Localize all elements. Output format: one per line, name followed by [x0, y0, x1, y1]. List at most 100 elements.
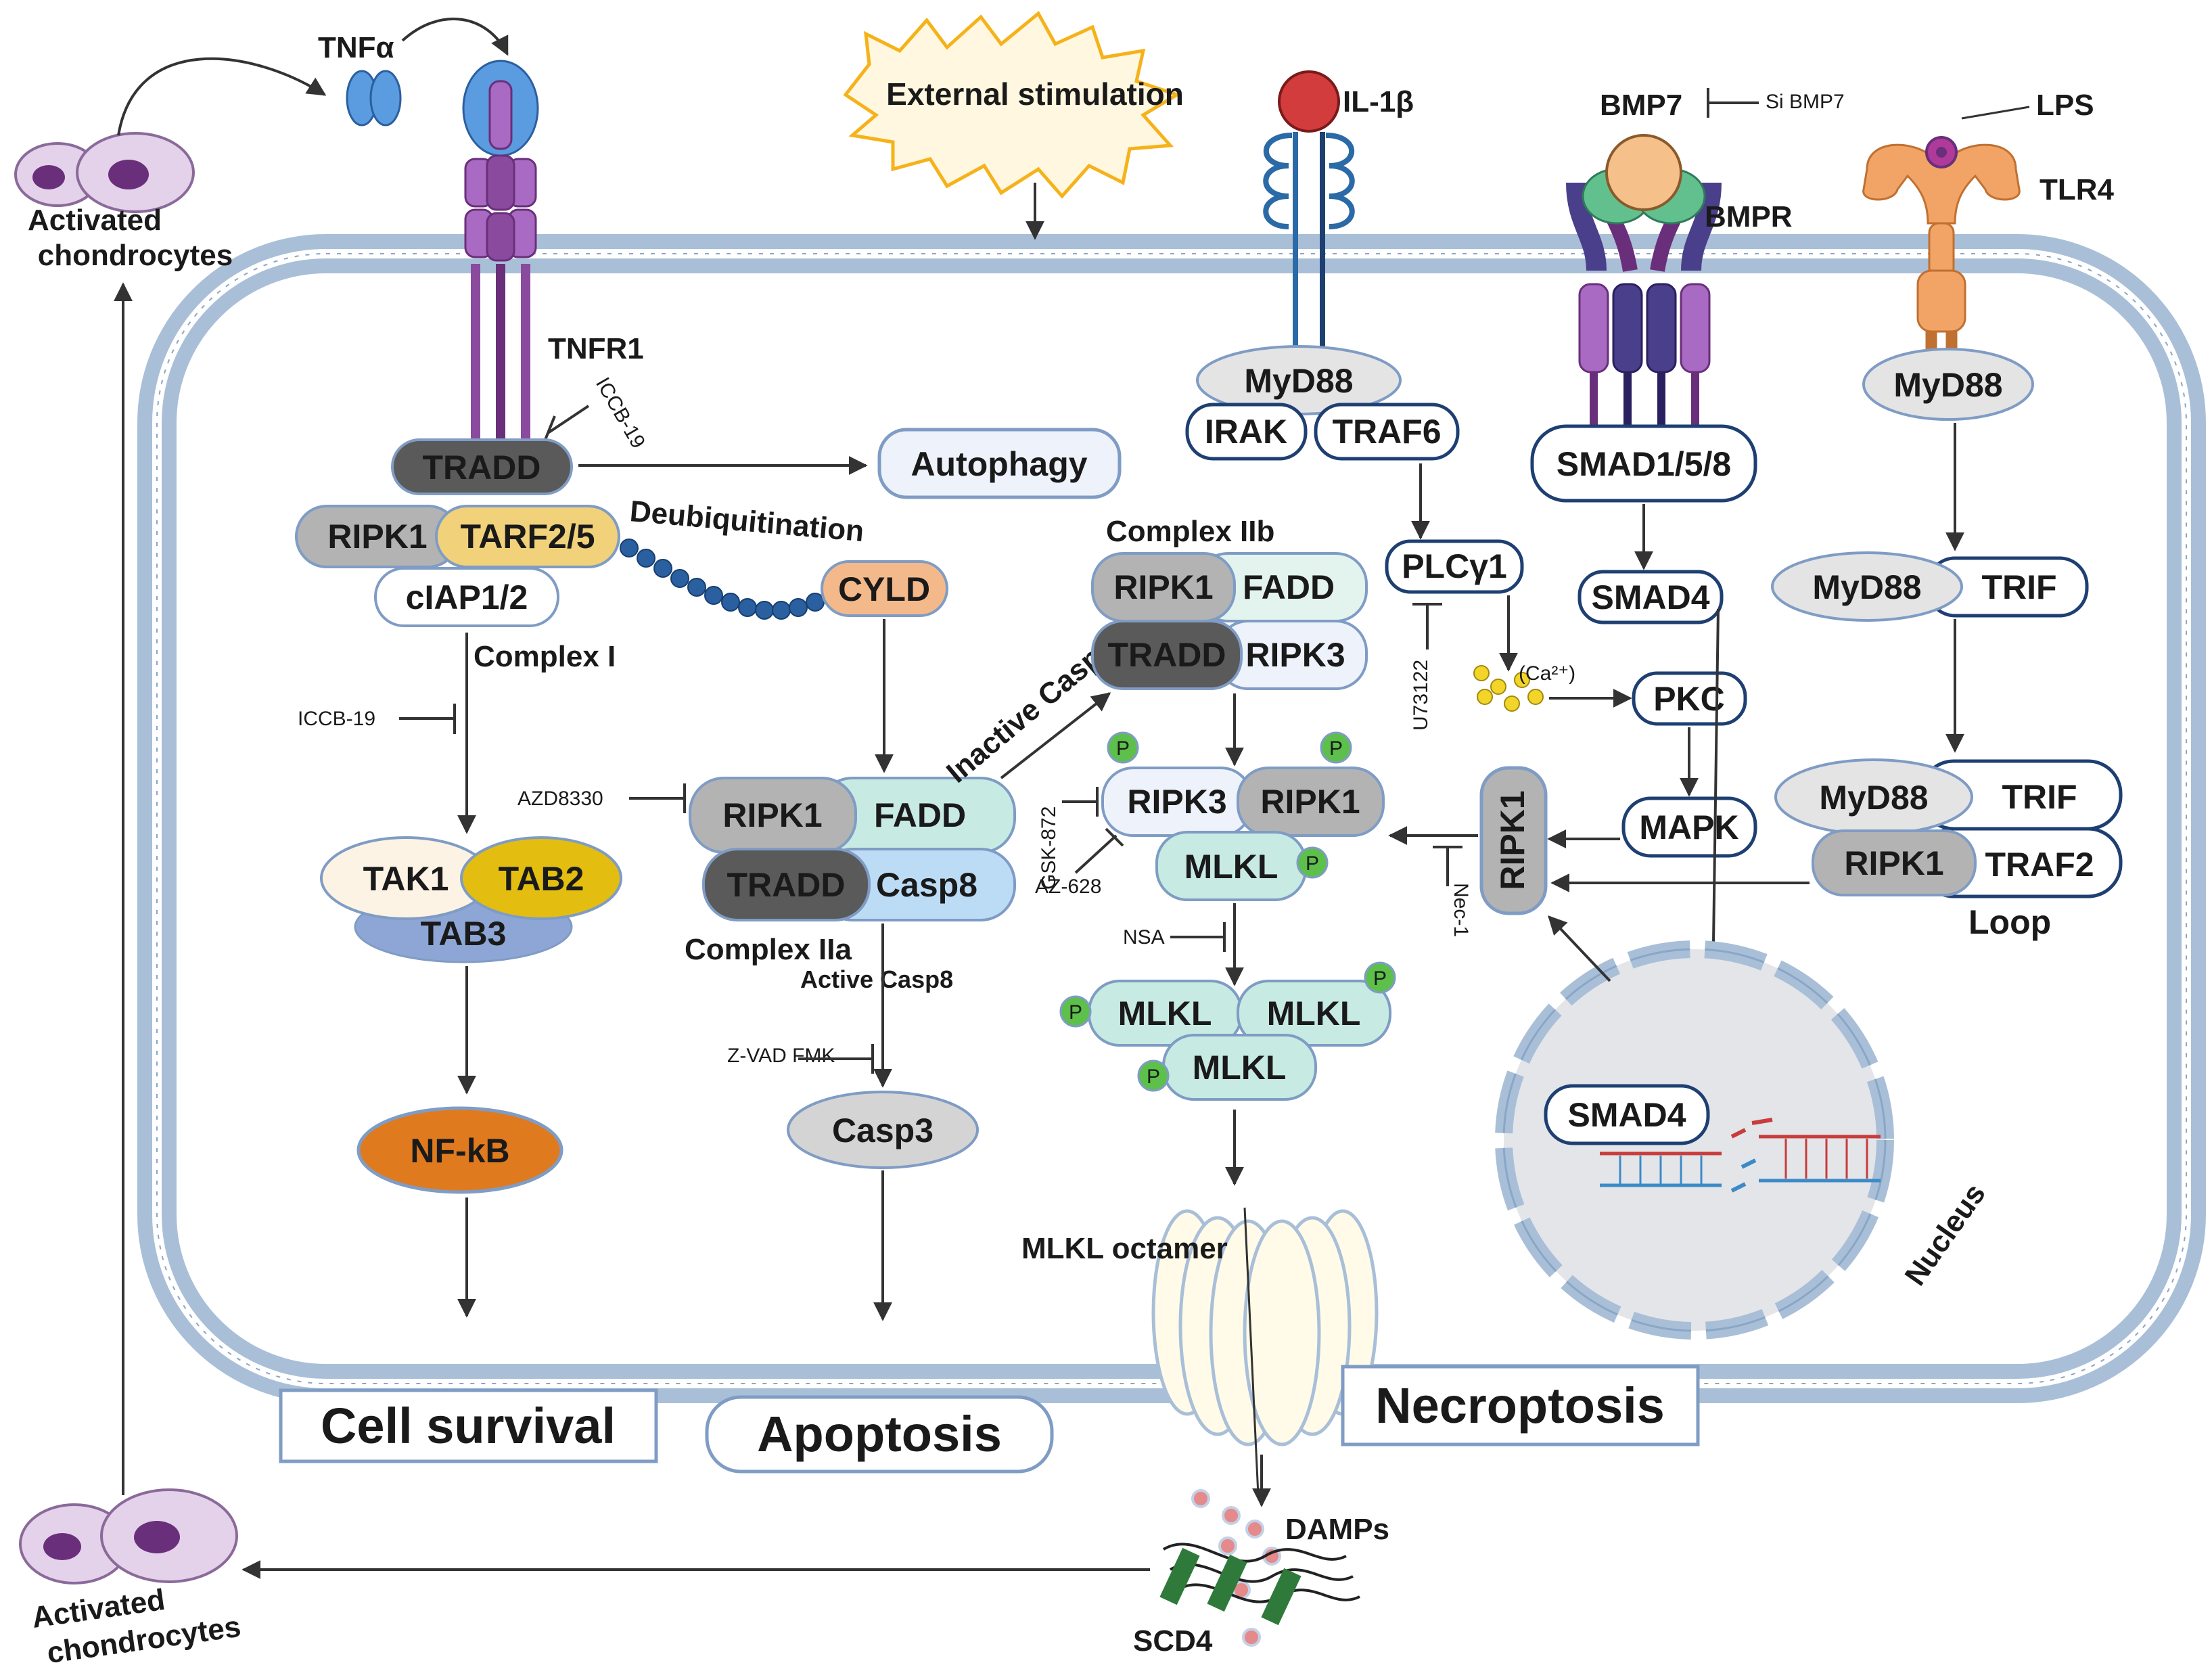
ripk1-necrosome-label: RIPK1	[1260, 783, 1360, 821]
il1b-label: IL-1β	[1343, 85, 1414, 118]
nsa-label: NSA	[1123, 926, 1165, 949]
myd88-il1-label: MyD88	[1244, 362, 1353, 400]
myd88-tlr-b-label: MyD88	[1812, 568, 1921, 606]
tnfa-label: TNFα	[318, 31, 394, 64]
tab3-label: TAB3	[421, 915, 507, 953]
mlkl-necrosome-label: MLKL	[1184, 848, 1278, 886]
tradd-complex2b-label: TRADD	[1108, 636, 1226, 674]
ripk1-loop-node	[1812, 829, 1977, 896]
arrow-tnfa-to-receptor	[401, 18, 509, 56]
dna-strand	[1600, 1118, 1881, 1193]
smad158-node	[1530, 424, 1757, 503]
trif-b-label: TRIF	[1981, 568, 2056, 606]
tab2-label: TAB2	[499, 860, 584, 898]
tradd-complex2a-node	[702, 848, 871, 921]
active-casp8-label: Active Casp8	[800, 965, 953, 993]
mapk-node	[1621, 796, 1757, 858]
cyld-label: CYLD	[838, 570, 930, 608]
myd88-tlr-b-node	[1771, 551, 1963, 622]
fadd-complex2b-label: FADD	[1243, 568, 1335, 606]
bmpr-label: BMPR	[1705, 200, 1793, 233]
lps-label: LPS	[2036, 89, 2094, 122]
bmp7-label: BMP7	[1600, 89, 1682, 122]
p-mark-6: P	[1147, 1066, 1160, 1088]
ubiquitin-chain	[620, 539, 825, 620]
p-mark-5: P	[1373, 967, 1387, 990]
iccb19-mid-label: ICCB-19	[298, 708, 375, 730]
tradd-label: TRADD	[423, 449, 541, 486]
tnfr1-receptor	[462, 60, 539, 440]
tradd-complex2b-node	[1091, 620, 1243, 690]
apoptosis-label: Apoptosis	[757, 1406, 1002, 1462]
complex2a-label: Complex IIa	[685, 933, 852, 966]
tnfr1-label: TNFR1	[548, 332, 644, 365]
calcium-ions	[1473, 665, 1544, 712]
inhibit-az628	[1074, 834, 1117, 874]
necroptosis-label: Necroptosis	[1375, 1377, 1665, 1434]
arrow-complex2a-to-complex2b	[1000, 692, 1111, 779]
loop-label: Loop	[1968, 903, 2051, 941]
tarf-label: TARF2/5	[460, 518, 595, 555]
ripk3-necrosome-label: RIPK3	[1127, 783, 1226, 821]
traf2-label: TRAF2	[1985, 846, 2094, 884]
lps-pointer	[1961, 106, 2030, 120]
casp3-label: Casp3	[832, 1112, 934, 1149]
tradd-complex2a-label: TRADD	[727, 866, 846, 904]
external-stimulation-label: External stimulation	[886, 76, 1184, 112]
traf6-label: TRAF6	[1332, 413, 1441, 451]
irak-node	[1185, 403, 1308, 461]
nucleus-label: Nucleus	[1899, 1178, 1992, 1292]
inhibit-bar-az628	[1105, 827, 1124, 847]
ripk1-loop-label: RIPK1	[1844, 844, 1943, 882]
scd4-label: SCD4	[1133, 1624, 1213, 1658]
gsk872-label: GSK-872	[1038, 806, 1060, 890]
nfkb-node	[356, 1106, 563, 1194]
ripk1-vertical-label: RIPK1	[1494, 790, 1531, 890]
ciap-label: cIAP1/2	[406, 578, 528, 616]
chondrocyte-cells-top	[14, 132, 195, 213]
nec1-label: Nec-1	[1450, 883, 1472, 937]
tak1-label: TAK1	[363, 860, 449, 898]
arrow-chondrocytes-to-tnfa	[117, 57, 327, 136]
cell-survival-label: Cell survival	[321, 1398, 616, 1454]
cyld-node	[821, 560, 948, 617]
il1-receptor	[1263, 132, 1355, 365]
ripk1-vertical-node	[1479, 766, 1548, 915]
inhibit-iccb19-top	[547, 405, 590, 434]
casp8-label: Casp8	[876, 866, 977, 904]
azd8330-label: AZD8330	[517, 788, 603, 810]
ripk1-complex2b-label: RIPK1	[1113, 568, 1213, 606]
deubiquitination-label: Deubiquitination	[628, 495, 865, 548]
nfkb-label: NF-kB	[410, 1132, 509, 1170]
si-bmp7-label: Si BMP7	[1766, 91, 1845, 113]
complex1-label: Complex I	[474, 640, 616, 673]
plc-label: PLCγ1	[1402, 547, 1507, 585]
apoptosis-box	[705, 1395, 1054, 1474]
il1b-ligand	[1278, 70, 1340, 133]
zvad-label: Z-VAD FMK	[727, 1045, 835, 1067]
p-mark-4: P	[1069, 1001, 1082, 1024]
ciap-node	[374, 567, 559, 627]
cell-survival-box	[279, 1388, 658, 1463]
smad4-node	[1577, 570, 1724, 624]
complex2b-label: Complex IIb	[1106, 515, 1274, 548]
mlkl-oligo-c-label: MLKL	[1193, 1049, 1287, 1087]
pore-channel-line	[1243, 1207, 1260, 1496]
plc-node	[1385, 539, 1524, 594]
irak-label: IRAK	[1205, 413, 1287, 451]
tlr4-label: TLR4	[2040, 173, 2115, 206]
smad158-label: SMAD1/5/8	[1557, 445, 1731, 483]
calcium-label: (Ca²⁺)	[1519, 662, 1575, 685]
mlkl-oligo-a-label: MLKL	[1118, 995, 1212, 1032]
myd88-tlr-c-label: MyD88	[1819, 779, 1928, 817]
smad4-nuclear-label: SMAD4	[1567, 1096, 1686, 1134]
p-mark-3: P	[1306, 852, 1319, 875]
mlkl-oligo-b-label: MLKL	[1267, 995, 1361, 1032]
arrow-nucleus-to-ripk1	[1548, 915, 1611, 982]
smad4-label: SMAD4	[1591, 578, 1709, 616]
tradd-node	[391, 438, 573, 495]
tab2-node	[460, 836, 622, 920]
iccb19-top-label: ICCB-19	[591, 373, 649, 452]
